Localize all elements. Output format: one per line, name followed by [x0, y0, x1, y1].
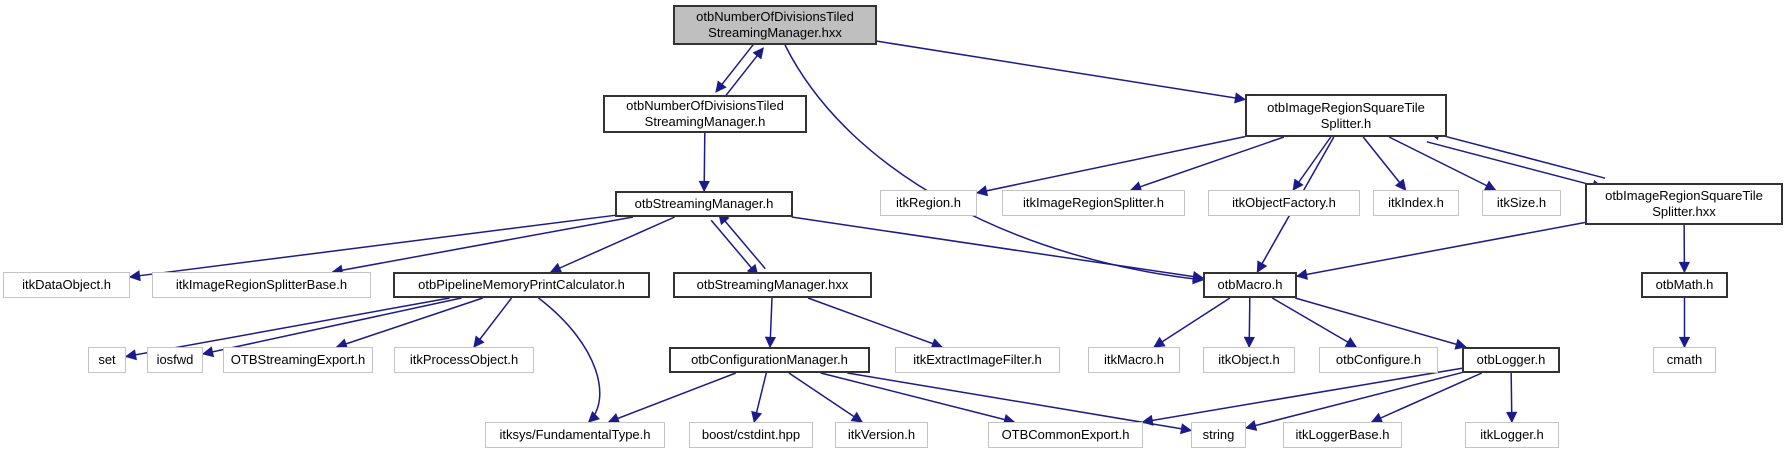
node-itkregion: itkRegion.h	[880, 190, 977, 216]
node-streamingmanager_hxx[interactable]: otbStreamingManager.hxx	[673, 272, 872, 298]
node-otbconfigure: otbConfigure.h	[1319, 347, 1438, 373]
node-otblogger[interactable]: otbLogger.h	[1462, 347, 1560, 373]
edge-pipeline-iosfwd	[201, 297, 462, 358]
node-itkloggerbase: itkLoggerBase.h	[1283, 422, 1402, 448]
node-streamingmanager_h[interactable]: otbStreamingManager.h	[615, 191, 793, 217]
edge-irsts_h-irsts_hxx	[1426, 141, 1604, 191]
node-itksysfund: itksys/FundamentalType.h	[485, 422, 665, 448]
node-ndtsm_hxx[interactable]: otbNumberOfDivisionsTiled StreamingManag…	[673, 5, 877, 45]
edge-otblogger-otbcommonexport	[1141, 367, 1463, 426]
edge-irsts_h-itkindex	[1362, 136, 1407, 191]
node-itkimageregionsplitter: itkImageRegionSplitter.h	[1002, 190, 1185, 216]
node-itkobject: itkObject.h	[1203, 347, 1295, 373]
node-itkprocessobject: itkProcessObject.h	[394, 347, 534, 373]
edge-ndtsm_h-ndtsm_hxx	[723, 47, 764, 99]
edge-configmanager-string	[847, 372, 1193, 435]
edge-streamingmanager_hxx-streamingmanager_h	[718, 212, 766, 270]
edge-streamingmanager_h-itkdataobject	[128, 214, 616, 282]
node-itklogger: itkLogger.h	[1465, 422, 1559, 448]
node-iosfwd: iosfwd	[147, 347, 203, 373]
edge-streamingmanager_h-otbmacro	[791, 216, 1205, 283]
node-itkindex: itkIndex.h	[1373, 190, 1459, 216]
node-otbmath[interactable]: otbMath.h	[1641, 272, 1728, 298]
edge-ndtsm_hxx-ndtsm_h	[715, 41, 756, 93]
edge-otblogger-string	[1244, 371, 1463, 431]
node-pipeline[interactable]: otbPipelineMemoryPrintCalculator.h	[393, 272, 650, 298]
node-itkmacro: itkMacro.h	[1088, 347, 1180, 373]
node-boost: boost/cstdint.hpp	[689, 422, 813, 448]
edge-otblogger-itklogger	[1506, 372, 1518, 424]
edge-otbmacro-otbconfigure	[1271, 297, 1358, 348]
node-otbstreamingexport: OTBStreamingExport.h	[223, 347, 373, 373]
edge-streamingmanager_h-pipeline	[549, 216, 676, 274]
edge-configmanager-itksysfund	[607, 372, 737, 424]
edge-otbmacro-itkobject	[1243, 297, 1255, 349]
edge-pipeline-itksysfund	[538, 297, 601, 423]
node-itkversion: itkVersion.h	[835, 422, 928, 448]
node-itkextract: itkExtractImageFilter.h	[895, 347, 1060, 373]
node-irsts_h[interactable]: otbImageRegionSquareTile Splitter.h	[1245, 94, 1447, 137]
edge-configmanager-itkversion	[788, 372, 864, 423]
edge-ndtsm_hxx-irsts_h	[876, 40, 1247, 104]
node-itkobjectfactory: itkObjectFactory.h	[1208, 190, 1360, 216]
edge-irsts_hxx-irsts_h	[1428, 129, 1606, 179]
node-cmath: cmath	[1653, 347, 1716, 373]
edge-pipeline-itkprocessobject	[473, 297, 513, 348]
edge-irsts_h-itkimageregionsplitter	[1129, 136, 1285, 192]
node-itkimageregionsplitterbase: itkImageRegionSplitterBase.h	[152, 272, 371, 298]
edge-ndtsm_hxx-otbmacro	[784, 44, 1205, 285]
edge-pipeline-set	[124, 297, 450, 361]
node-otbmacro[interactable]: otbMacro.h	[1203, 272, 1297, 298]
node-configmanager[interactable]: otbConfigurationManager.h	[669, 347, 870, 373]
edge-configmanager-otbcommonexport	[820, 372, 1016, 425]
node-ndtsm_h[interactable]: otbNumberOfDivisionsTiled StreamingManag…	[603, 95, 807, 133]
edge-irsts_hxx-otbmacro	[1295, 221, 1586, 280]
node-irsts_hxx[interactable]: otbImageRegionSquareTile Splitter.hxx	[1585, 183, 1783, 225]
edge-streamingmanager_h-itkimageregionsplitterbase	[331, 216, 634, 276]
edge-irsts_h-itksize	[1388, 136, 1497, 191]
node-itksize: itkSize.h	[1482, 190, 1561, 216]
edge-streamingmanager_h-streamingmanager_hxx	[710, 219, 759, 277]
node-itkdataobject: itkDataObject.h	[3, 272, 130, 298]
edge-pipeline-otbstreamingexport	[335, 297, 483, 350]
node-string: string	[1191, 422, 1246, 448]
node-otbcommonexport: OTBCommonExport.h	[988, 422, 1143, 448]
edge-irsts_h-itkregion	[975, 135, 1246, 197]
edge-otbmacro-otblogger	[1295, 297, 1467, 350]
node-set: set	[88, 347, 126, 373]
edge-otblogger-itkloggerbase	[1370, 372, 1483, 424]
edge-otbmacro-itkmacro	[1153, 297, 1231, 348]
edge-irsts_h-itkobjectfactory	[1292, 136, 1332, 191]
edge-streamingmanager_hxx-configmanager	[764, 297, 777, 349]
edge-configmanager-boost	[751, 372, 768, 424]
edge-ndtsm_h-streamingmanager_h	[698, 132, 710, 193]
edge-streamingmanager_hxx-itkextract	[807, 297, 944, 349]
